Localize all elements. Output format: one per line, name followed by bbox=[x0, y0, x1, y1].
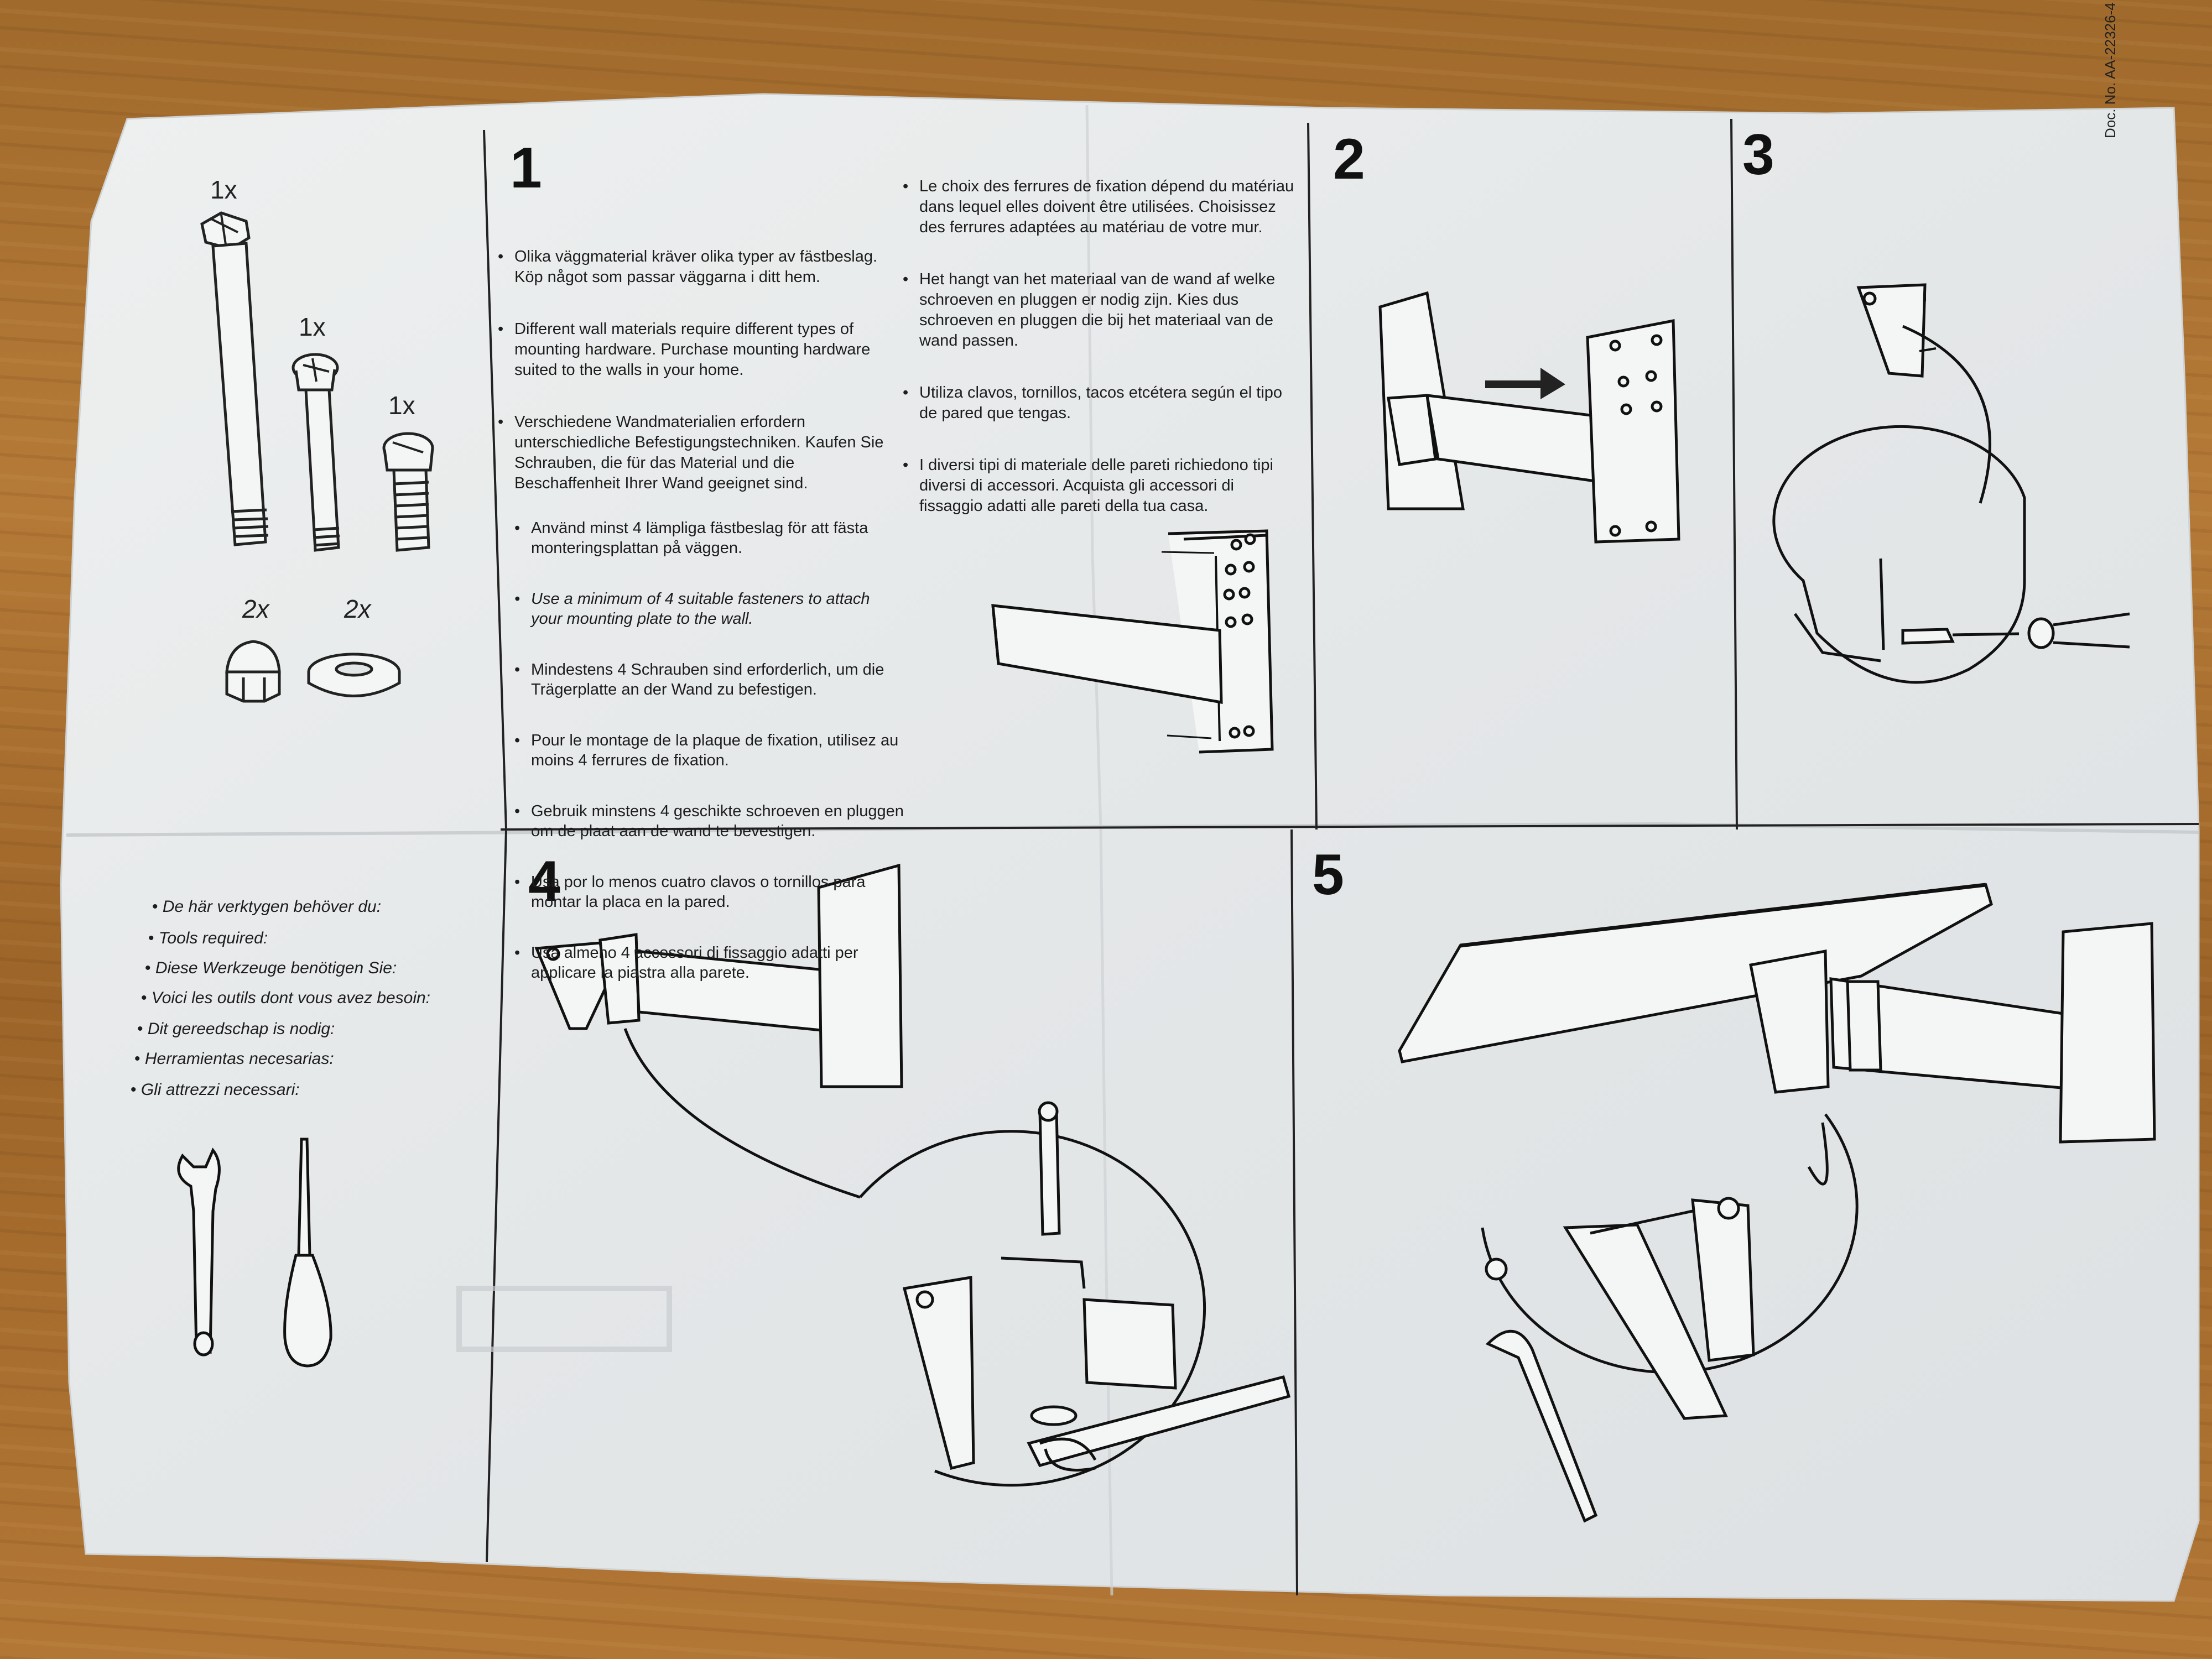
wall-material-notes-col2: Le choix des ferrures de fixation dépend… bbox=[903, 135, 1307, 568]
fastener-notes: Använd minst 4 lämpliga fästbeslag för a… bbox=[514, 478, 935, 1034]
wall-note-fr: Le choix des ferrures de fixation dépend… bbox=[903, 176, 1307, 238]
panel-borders bbox=[483, 118, 2199, 1596]
step5-shelf-illustration bbox=[1398, 883, 2156, 1523]
step1-bracket-illustration bbox=[991, 529, 1274, 754]
step-number-2: 2 bbox=[1333, 127, 1365, 191]
tools-required-de: Diese Werkzeuge benötigen Sie: bbox=[145, 960, 397, 977]
wall-note-it: I diversi tipi di materiale delle pareti… bbox=[903, 455, 1307, 517]
step2-bracket-illustration bbox=[1378, 291, 1680, 544]
fastener-note-es: Usa por lo menos cuatro clavos o tornill… bbox=[514, 872, 935, 912]
tools-required-en: Tools required: bbox=[148, 930, 268, 947]
short-bolt-illustration bbox=[382, 432, 434, 552]
qty-washer: 2x bbox=[344, 594, 371, 623]
step-number-3: 3 bbox=[1742, 123, 1774, 187]
wall-note-sv: Olika väggmaterial kräver olika typer av… bbox=[498, 247, 918, 288]
fastener-note-it: Usa almeno 4 accessori di fissaggio adat… bbox=[514, 943, 935, 983]
tools-required-fr: Voici les outils dont vous avez besoin: bbox=[141, 990, 430, 1006]
tools-required-nl: Dit gereedschap is nodig: bbox=[137, 1021, 335, 1037]
qty-cap-nut: 2x bbox=[242, 594, 269, 623]
faint-logo-watermark bbox=[456, 1286, 672, 1352]
fastener-note-en: Use a minimum of 4 suitable fasteners to… bbox=[514, 589, 935, 629]
cap-nut-illustration bbox=[225, 640, 281, 703]
tools-required-sv: De här verktygen behöver du: bbox=[152, 899, 381, 915]
document-number: Doc. No. AA-22326-4 bbox=[2102, 2, 2119, 138]
fastener-note-nl: Gebruik minstens 4 geschikte schroeven e… bbox=[514, 801, 935, 841]
fastener-note-sv: Använd minst 4 lämpliga fästbeslag för a… bbox=[514, 518, 935, 558]
qty-long-bolt: 1x bbox=[210, 175, 237, 204]
screwdriver-icon bbox=[283, 1138, 332, 1368]
wall-note-es: Utiliza clavos, tornillos, tacos etcéter… bbox=[903, 383, 1307, 424]
wall-note-de: Verschiedene Wandmaterialien erfordern u… bbox=[498, 412, 918, 494]
long-bolt-illustration bbox=[200, 211, 269, 546]
step3-detail-illustration bbox=[1772, 283, 2130, 684]
medium-bolt-illustration bbox=[292, 353, 340, 552]
fastener-note-fr: Pour le montage de la plaque de fixation… bbox=[514, 731, 935, 770]
tools-required-it: Gli attrezzi necessari: bbox=[131, 1082, 300, 1098]
wall-note-nl: Het hangt van het materiaal van de wand … bbox=[903, 269, 1307, 351]
wall-note-en: Different wall materials require differe… bbox=[498, 319, 918, 380]
qty-medium-bolt: 1x bbox=[299, 312, 326, 341]
wall-material-notes-col1: Olika väggmaterial kräver olika typer av… bbox=[498, 206, 918, 546]
step-number-5: 5 bbox=[1312, 843, 1344, 907]
step2-arrow-icon bbox=[1485, 368, 1565, 399]
adjustable-wrench-icon bbox=[177, 1147, 221, 1357]
washer-illustration bbox=[307, 653, 401, 697]
step-number-1: 1 bbox=[510, 136, 542, 200]
qty-short-bolt: 1x bbox=[388, 391, 415, 420]
fastener-note-de: Mindestens 4 Schrauben sind erforderlich… bbox=[514, 660, 935, 700]
tools-required-es: Herramientas necesarias: bbox=[134, 1051, 334, 1067]
